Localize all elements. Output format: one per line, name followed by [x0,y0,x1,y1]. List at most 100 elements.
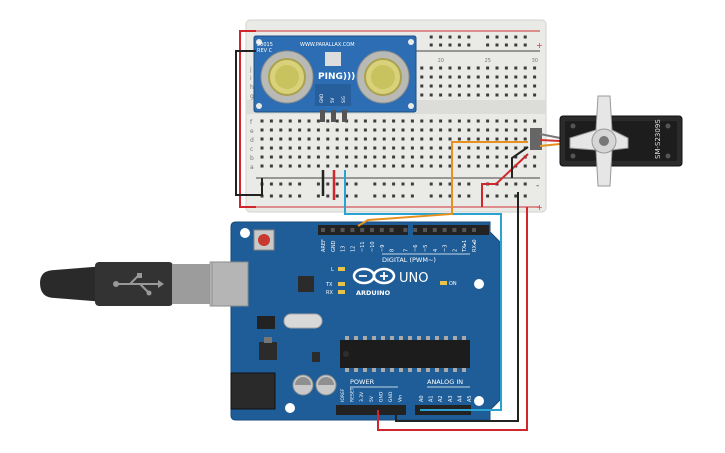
column-number: 30 [532,58,538,64]
chip-pin [435,368,439,372]
led-rx [338,290,345,294]
rail-hole [439,43,443,47]
breadboard-hole [533,155,537,159]
breadboard-hole [439,66,443,70]
reset-button[interactable] [253,229,275,251]
digital-pin-label: 7 [403,249,409,252]
breadboard-hole [495,66,499,70]
breadboard-hole [392,137,396,141]
breadboard-hole [373,137,377,141]
breadboard-hole [260,119,264,123]
breadboard-hole [316,137,320,141]
breadboard-hole [363,119,367,123]
header-pin [321,228,325,232]
breadboard-hole [523,164,527,168]
breadboard-hole [467,155,471,159]
breadboard-hole [514,93,518,97]
breadboard-hole [260,128,264,132]
breadboard-hole [307,155,311,159]
breadboard-hole [410,119,414,123]
breadboard-hole [326,146,330,150]
chip-pin [354,336,358,340]
breadboard-hole [326,164,330,168]
sensor-pin-header [315,84,351,106]
breadboard-hole [363,128,367,132]
rail-hole [354,182,358,186]
wire-arduino-gnd [395,192,519,422]
breadboard-hole [476,146,480,150]
breadboard-hole [448,84,452,88]
breadboard-hole [279,119,283,123]
breadboard-hole [373,155,377,159]
breadboard-hole [401,128,405,132]
rail-hole [504,194,508,198]
breadboard-hole [514,137,518,141]
rail-hole [316,182,320,186]
breadboard-hole [401,119,405,123]
breadboard-hole [448,137,452,141]
rail-hole [279,182,283,186]
breadboard-hole [269,155,273,159]
rail-hole [504,35,508,39]
rail-hole [335,194,339,198]
rail-hole [514,43,518,47]
led-tx [338,282,345,286]
breadboard-hole [288,146,292,150]
wire-black-rail [235,50,263,196]
rail-hole [316,194,320,198]
breadboard-hole [476,137,480,141]
breadboard-hole [298,146,302,150]
breadboard-hole [410,164,414,168]
breadboard-hole [269,164,273,168]
sensor-rev: REV C [257,48,273,54]
breadboard-hole [504,128,508,132]
breadboard-hole [345,137,349,141]
breadboard-hole [533,93,537,97]
breadboard-hole [335,128,339,132]
capacitor [292,374,314,396]
digital-pin-label: 4 [433,249,439,252]
digital-pin-label: 13 [341,246,347,252]
breadboard-hole [514,128,518,132]
header-pin [462,228,467,232]
breadboard-hole [504,93,508,97]
breadboard-hole [486,146,490,150]
breadboard-hole [316,146,320,150]
wire-servo-ground [511,146,529,178]
rail-hole [514,35,518,39]
sensor-pin [320,110,325,122]
breadboard-hole [316,119,320,123]
breadboard-hole [345,155,349,159]
rail-hole [269,194,273,198]
digital-pin-label: AREF [321,239,327,252]
breadboard-hole [533,66,537,70]
board-brand: ARDUINO [356,289,391,297]
digital-pin-label: ~5 [423,245,429,252]
breadboard-hole [288,155,292,159]
row-letter: b [250,155,254,162]
rail-hole [439,194,443,198]
breadboard-hole [354,155,358,159]
breadboard-hole [410,128,414,132]
chip-pin [453,368,457,372]
sensor-model: 28015 [257,42,273,48]
rail-hole [410,194,414,198]
rail-hole [486,43,490,47]
digital-pin-label: ~11 [360,241,366,252]
rail-plus-bottom: + [536,203,543,212]
breadboard-hole [420,84,424,88]
icsp-header [257,316,275,329]
chip-pin [372,368,376,372]
rail-hole [373,182,377,186]
breadboard-hole [523,66,527,70]
breadboard-hole [429,128,433,132]
breadboard-hole [279,137,283,141]
breadboard-row-letters: j i h g f e d c b a [249,66,254,171]
chip-pin [381,368,385,372]
rail-hole [457,182,461,186]
breadboard-hole [429,84,433,88]
rail-hole [467,182,471,186]
rail-hole [523,194,527,198]
breadboard-hole [439,75,443,79]
led-on [440,281,447,285]
